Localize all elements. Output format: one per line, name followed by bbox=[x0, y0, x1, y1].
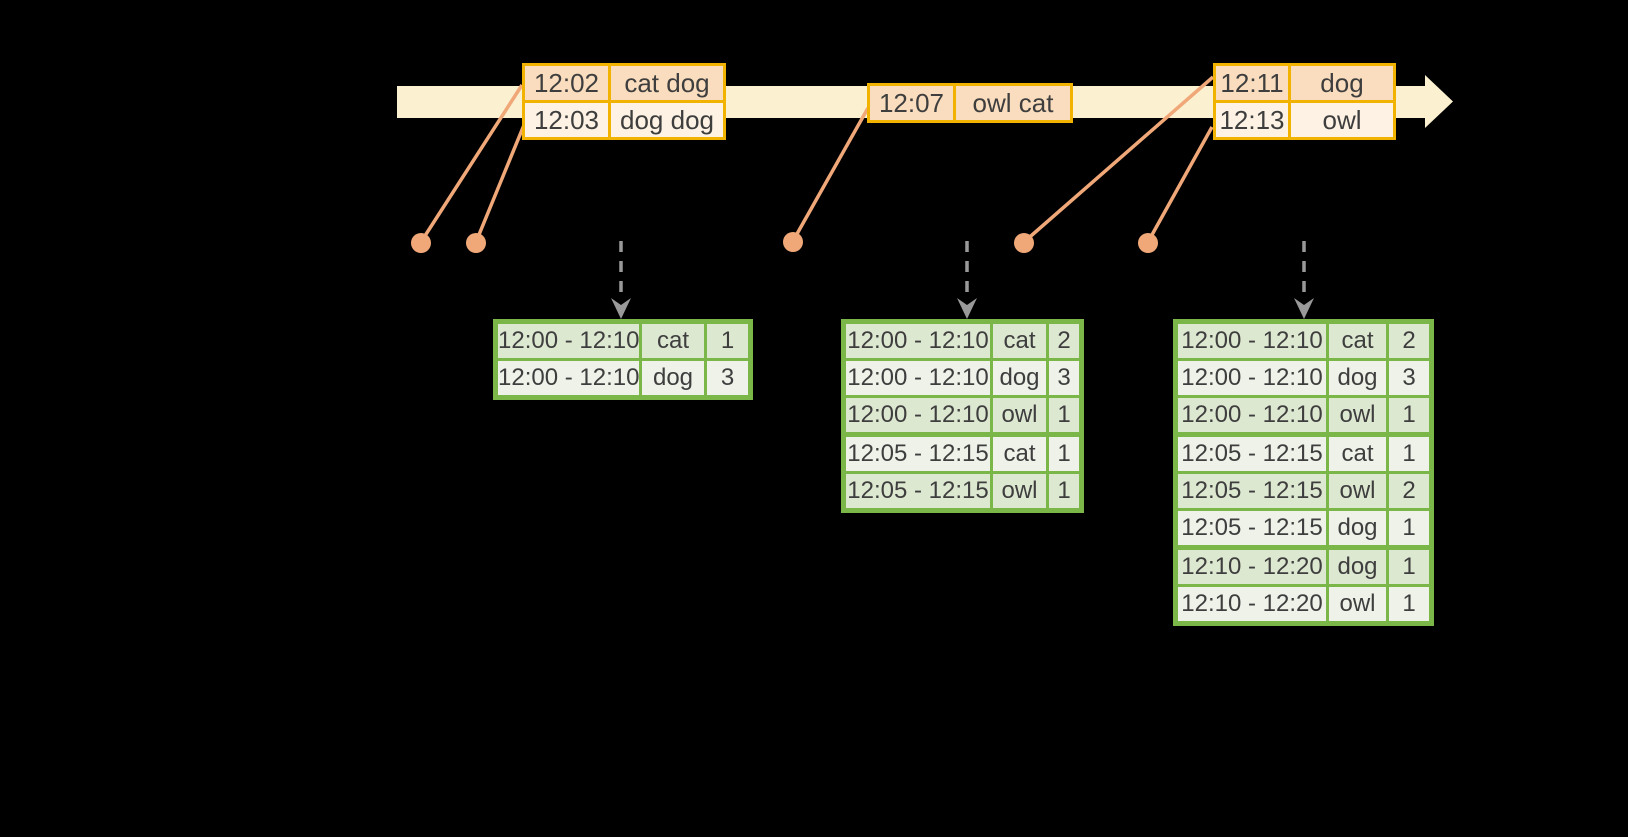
connector-line bbox=[419, 84, 524, 243]
count-cell: 2 bbox=[1046, 320, 1083, 361]
table-row: 12:05 - 12:15 cat 1 bbox=[1174, 432, 1433, 474]
event-dot bbox=[1138, 233, 1158, 253]
event-row: 12:11 dog bbox=[1213, 63, 1396, 103]
word-cell: cat bbox=[990, 432, 1049, 474]
connector-line bbox=[1146, 126, 1214, 243]
result-table-2: 12:00 - 12:10 cat 2 12:00 - 12:10 dog 3 … bbox=[841, 319, 1084, 513]
event-time-cell: 12:07 bbox=[867, 83, 956, 123]
event-table-3: 12:11 dog 12:13 owl bbox=[1213, 63, 1396, 140]
event-words-cell: owl cat bbox=[953, 83, 1073, 123]
table-row: 12:05 - 12:15 dog 1 bbox=[1174, 508, 1433, 549]
count-cell: 1 bbox=[1386, 395, 1433, 436]
event-row: 12:02 cat dog bbox=[522, 63, 726, 103]
connector-line bbox=[791, 107, 870, 242]
trigger-arrow-icon bbox=[957, 298, 977, 319]
window-cell: 12:10 - 12:20 bbox=[1174, 545, 1329, 587]
event-row: 12:07 owl cat bbox=[867, 83, 1073, 123]
word-cell: owl bbox=[990, 395, 1049, 436]
event-time-cell: 12:13 bbox=[1213, 100, 1291, 140]
event-words-cell: cat dog bbox=[608, 63, 726, 103]
event-time-cell: 12:02 bbox=[522, 63, 611, 103]
count-cell: 1 bbox=[1386, 545, 1433, 587]
count-cell: 1 bbox=[704, 320, 752, 361]
word-cell: cat bbox=[990, 320, 1049, 361]
result-table-1: 12:00 - 12:10 cat 1 12:00 - 12:10 dog 3 bbox=[493, 319, 753, 400]
trigger-arrow-icon bbox=[611, 298, 631, 319]
word-cell: dog bbox=[990, 358, 1049, 398]
event-row: 12:13 owl bbox=[1213, 100, 1396, 140]
window-cell: 12:00 - 12:10 bbox=[1174, 320, 1329, 361]
count-cell: 1 bbox=[1046, 432, 1083, 474]
word-cell: cat bbox=[1326, 320, 1389, 361]
event-dot bbox=[1014, 233, 1034, 253]
count-cell: 3 bbox=[704, 358, 752, 399]
event-row: 12:03 dog dog bbox=[522, 100, 726, 140]
event-time-cell: 12:03 bbox=[522, 100, 611, 140]
window-cell: 12:00 - 12:10 bbox=[494, 358, 642, 399]
event-dot bbox=[783, 232, 803, 252]
event-table-1: 12:02 cat dog 12:03 dog dog bbox=[522, 63, 726, 140]
word-cell: dog bbox=[1326, 545, 1389, 587]
table-row: 12:05 - 12:15 cat 1 bbox=[842, 432, 1083, 474]
event-words-cell: owl bbox=[1288, 100, 1396, 140]
count-cell: 1 bbox=[1386, 584, 1433, 625]
table-row: 12:10 - 12:20 owl 1 bbox=[1174, 584, 1433, 625]
window-cell: 12:05 - 12:15 bbox=[842, 432, 993, 474]
word-cell: cat bbox=[639, 320, 707, 361]
count-cell: 1 bbox=[1046, 395, 1083, 436]
event-dot bbox=[466, 233, 486, 253]
word-cell: owl bbox=[990, 471, 1049, 512]
window-cell: 12:00 - 12:10 bbox=[1174, 395, 1329, 436]
table-row: 12:00 - 12:10 cat 2 bbox=[842, 320, 1083, 361]
event-table-2: 12:07 owl cat bbox=[867, 83, 1073, 123]
connector-line bbox=[1022, 75, 1215, 244]
window-cell: 12:05 - 12:15 bbox=[1174, 432, 1329, 474]
word-cell: owl bbox=[1326, 471, 1389, 511]
table-row: 12:00 - 12:10 cat 1 bbox=[494, 320, 752, 361]
table-row: 12:00 - 12:10 owl 1 bbox=[842, 395, 1083, 436]
count-cell: 2 bbox=[1386, 471, 1433, 511]
event-dot bbox=[411, 233, 431, 253]
count-cell: 1 bbox=[1386, 432, 1433, 474]
window-cell: 12:05 - 12:15 bbox=[842, 471, 993, 512]
count-cell: 3 bbox=[1046, 358, 1083, 398]
count-cell: 3 bbox=[1386, 358, 1433, 398]
event-words-cell: dog bbox=[1288, 63, 1396, 103]
table-row: 12:00 - 12:10 dog 3 bbox=[494, 358, 752, 399]
word-cell: dog bbox=[1326, 508, 1389, 549]
connector-line bbox=[474, 124, 526, 243]
table-row: 12:05 - 12:15 owl 1 bbox=[842, 471, 1083, 512]
window-cell: 12:00 - 12:10 bbox=[842, 320, 993, 361]
table-row: 12:00 - 12:10 dog 3 bbox=[842, 358, 1083, 398]
word-cell: owl bbox=[1326, 584, 1389, 625]
word-cell: dog bbox=[639, 358, 707, 399]
count-cell: 1 bbox=[1046, 471, 1083, 512]
timeline-arrowhead-icon bbox=[1425, 75, 1453, 128]
window-cell: 12:00 - 12:10 bbox=[842, 395, 993, 436]
table-row: 12:05 - 12:15 owl 2 bbox=[1174, 471, 1433, 511]
event-time-cell: 12:11 bbox=[1213, 63, 1291, 103]
table-row: 12:10 - 12:20 dog 1 bbox=[1174, 545, 1433, 587]
word-cell: owl bbox=[1326, 395, 1389, 436]
table-row: 12:00 - 12:10 dog 3 bbox=[1174, 358, 1433, 398]
trigger-arrow-icon bbox=[1294, 298, 1314, 319]
table-row: 12:00 - 12:10 cat 2 bbox=[1174, 320, 1433, 361]
window-cell: 12:05 - 12:15 bbox=[1174, 508, 1329, 549]
window-cell: 12:00 - 12:10 bbox=[1174, 358, 1329, 398]
word-cell: cat bbox=[1326, 432, 1389, 474]
event-words-cell: dog dog bbox=[608, 100, 726, 140]
word-cell: dog bbox=[1326, 358, 1389, 398]
result-table-3: 12:00 - 12:10 cat 2 12:00 - 12:10 dog 3 … bbox=[1173, 319, 1434, 626]
window-cell: 12:10 - 12:20 bbox=[1174, 584, 1329, 625]
window-cell: 12:00 - 12:10 bbox=[494, 320, 642, 361]
window-cell: 12:00 - 12:10 bbox=[842, 358, 993, 398]
table-row: 12:00 - 12:10 owl 1 bbox=[1174, 395, 1433, 436]
count-cell: 2 bbox=[1386, 320, 1433, 361]
count-cell: 1 bbox=[1386, 508, 1433, 549]
window-cell: 12:05 - 12:15 bbox=[1174, 471, 1329, 511]
